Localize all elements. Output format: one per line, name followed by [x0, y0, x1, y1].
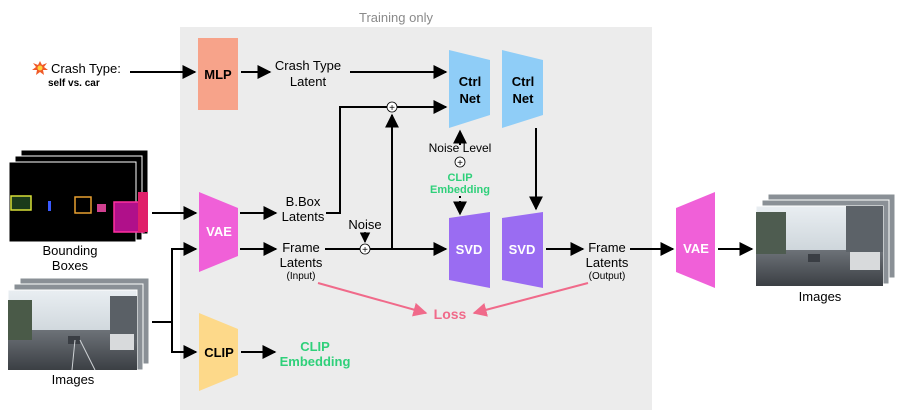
svd-b-block [502, 212, 543, 288]
bbox-latents-label-line2: Latents [282, 209, 325, 224]
clip-block [199, 313, 238, 391]
loss-arrows [317, 282, 589, 317]
bounding-boxes-label-line1: Bounding [43, 243, 98, 258]
bounding-boxes-label-line2: Boxes [52, 258, 89, 273]
mlp-label: MLP [204, 67, 232, 82]
bounding-boxes-stack [8, 149, 149, 243]
loss-label: Loss [434, 306, 467, 322]
output-images-stack [755, 193, 896, 287]
vae-decoder-block [676, 192, 715, 288]
frame-latents-in-label-line1: Frame [282, 240, 320, 255]
ctrlnet-b-label-line1: Ctrl [512, 74, 534, 89]
noise-level-label: Noise Level [429, 141, 492, 155]
bbox-latents-label-line1: B.Box [286, 194, 321, 209]
ctrlnet-a-label-line1: Ctrl [459, 74, 481, 89]
vae-encoder-block [199, 192, 238, 272]
clip-embedding-mid-line2: Embedding [430, 184, 490, 196]
crash-latent-label-line2: Latent [290, 74, 327, 89]
crash-type-label: Crash Type: [51, 61, 121, 76]
frame-latents-out-label-line1: Frame [588, 240, 626, 255]
output-images-label: Images [799, 289, 842, 304]
frame-latents-out-label-line3: (Output) [589, 271, 626, 282]
input-images-label: Images [52, 372, 95, 387]
noise-label: Noise [348, 217, 381, 232]
ctrlnet-a-label-line2: Net [460, 91, 482, 106]
explosion-icon [32, 61, 48, 75]
svd-a-label: SVD [456, 242, 483, 257]
ctrlnet-a-block [449, 50, 490, 128]
training-region [180, 27, 652, 410]
svd-a-block [449, 212, 490, 288]
ctrlnet-b-label-line2: Net [513, 91, 535, 106]
connector-arrows [130, 65, 754, 359]
clip-embedding-out-line2: Embedding [280, 354, 351, 369]
vae-decoder-label: VAE [683, 241, 709, 256]
frame-latents-in-label-line3: (Input) [287, 271, 316, 282]
vae-encoder-label: VAE [206, 224, 232, 239]
crash-type-value: self vs. car [48, 78, 100, 89]
svg-text:+: + [389, 103, 395, 114]
mlp-block [198, 38, 238, 110]
clip-block-label: CLIP [204, 345, 234, 360]
input-images-stack [7, 277, 150, 371]
plus-junction-cond: + [454, 156, 466, 169]
training-region-label: Training only [359, 10, 433, 25]
svg-text:+: + [457, 158, 463, 169]
svg-text:+: + [362, 245, 368, 256]
clip-embedding-mid-line1: CLIP [447, 172, 472, 184]
frame-latents-out-label-line2: Latents [586, 255, 629, 270]
crash-latent-label-line1: Crash Type [275, 58, 341, 73]
ctrlnet-b-block [502, 50, 543, 128]
frame-latents-in-label-line2: Latents [280, 255, 323, 270]
clip-embedding-out-line1: CLIP [300, 339, 330, 354]
svd-b-label: SVD [509, 242, 536, 257]
